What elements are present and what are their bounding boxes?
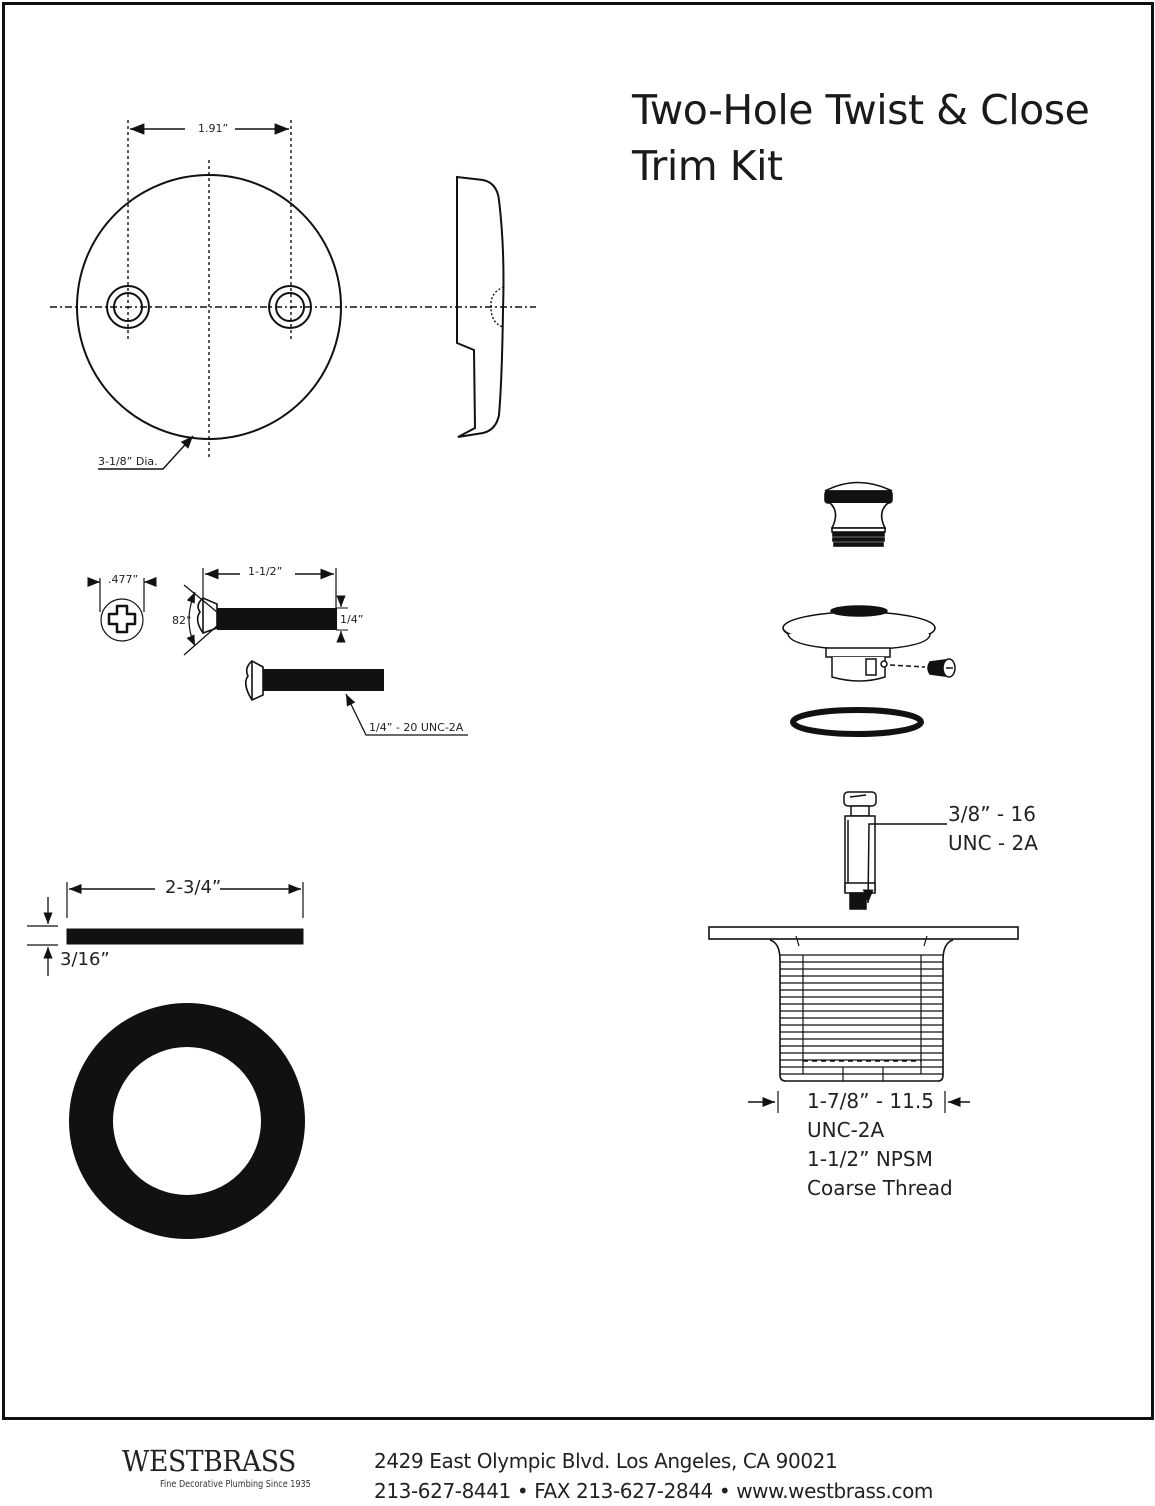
faceplate-side-view: [456, 175, 505, 438]
bolt-thread-line-2: UNC - 2A: [948, 831, 1038, 855]
hole-spacing-label: 1.91”: [198, 122, 229, 135]
screw-angle-label: 82°: [172, 614, 192, 627]
brand-name: WESTBRASS: [122, 1444, 296, 1478]
drain-thread-line-1: 1-7/8” - 11.5: [807, 1089, 934, 1113]
drain-body: [708, 926, 1019, 1113]
faceplate-diameter-label: 3-1/8” Dia.: [98, 455, 158, 468]
drawing-frame: [2, 2, 1154, 1420]
faceplate-front-view: [50, 120, 536, 470]
page-title: Two-Hole Twist & Close Trim Kit: [632, 82, 1090, 194]
screw-length-label: 1-1/2”: [248, 565, 283, 578]
company-phone-web: 213-627-8441 • FAX 213-627-2844 • www.we…: [374, 1479, 933, 1503]
company-address: 2429 East Olympic Blvd. Los Angeles, CA …: [374, 1449, 838, 1473]
o-ring: [790, 707, 924, 737]
company-contact: 2429 East Olympic Blvd. Los Angeles, CA …: [374, 1446, 933, 1506]
stopper-cap: [824, 481, 893, 547]
gasket-side-view: [27, 882, 304, 976]
brand-tagline: Fine Decorative Plumbing Since 1935: [160, 1479, 311, 1490]
screw-side-view-dimensioned: [183, 568, 348, 656]
bolt-thread-line-1: 3/8” - 16: [948, 802, 1036, 826]
stopper-bolt: [843, 791, 947, 910]
gasket-thickness-label: 3/16”: [60, 949, 110, 970]
gasket-top-view: [69, 1003, 305, 1239]
screw-shank-label: 1/4”: [340, 613, 364, 626]
title-line-1: Two-Hole Twist & Close: [632, 86, 1090, 134]
screw-side-view-thread: [244, 660, 468, 736]
stopper-body: [782, 605, 956, 682]
drain-thread-line-2: UNC-2A: [807, 1118, 885, 1142]
title-line-2: Trim Kit: [632, 142, 783, 190]
screw-head-diameter-label: .477”: [108, 573, 139, 586]
drain-thread-line-4: Coarse Thread: [807, 1176, 953, 1200]
screw-thread-label: 1/4” - 20 UNC-2A: [369, 721, 464, 734]
westbrass-logo: WESTBRASS Fine Decorative Plumbing Since…: [122, 1445, 337, 1490]
screw-head-top-view: [87, 576, 157, 642]
gasket-diameter-label: 2-3/4”: [165, 877, 222, 898]
drain-thread-line-3: 1-1/2” NPSM: [807, 1147, 933, 1171]
